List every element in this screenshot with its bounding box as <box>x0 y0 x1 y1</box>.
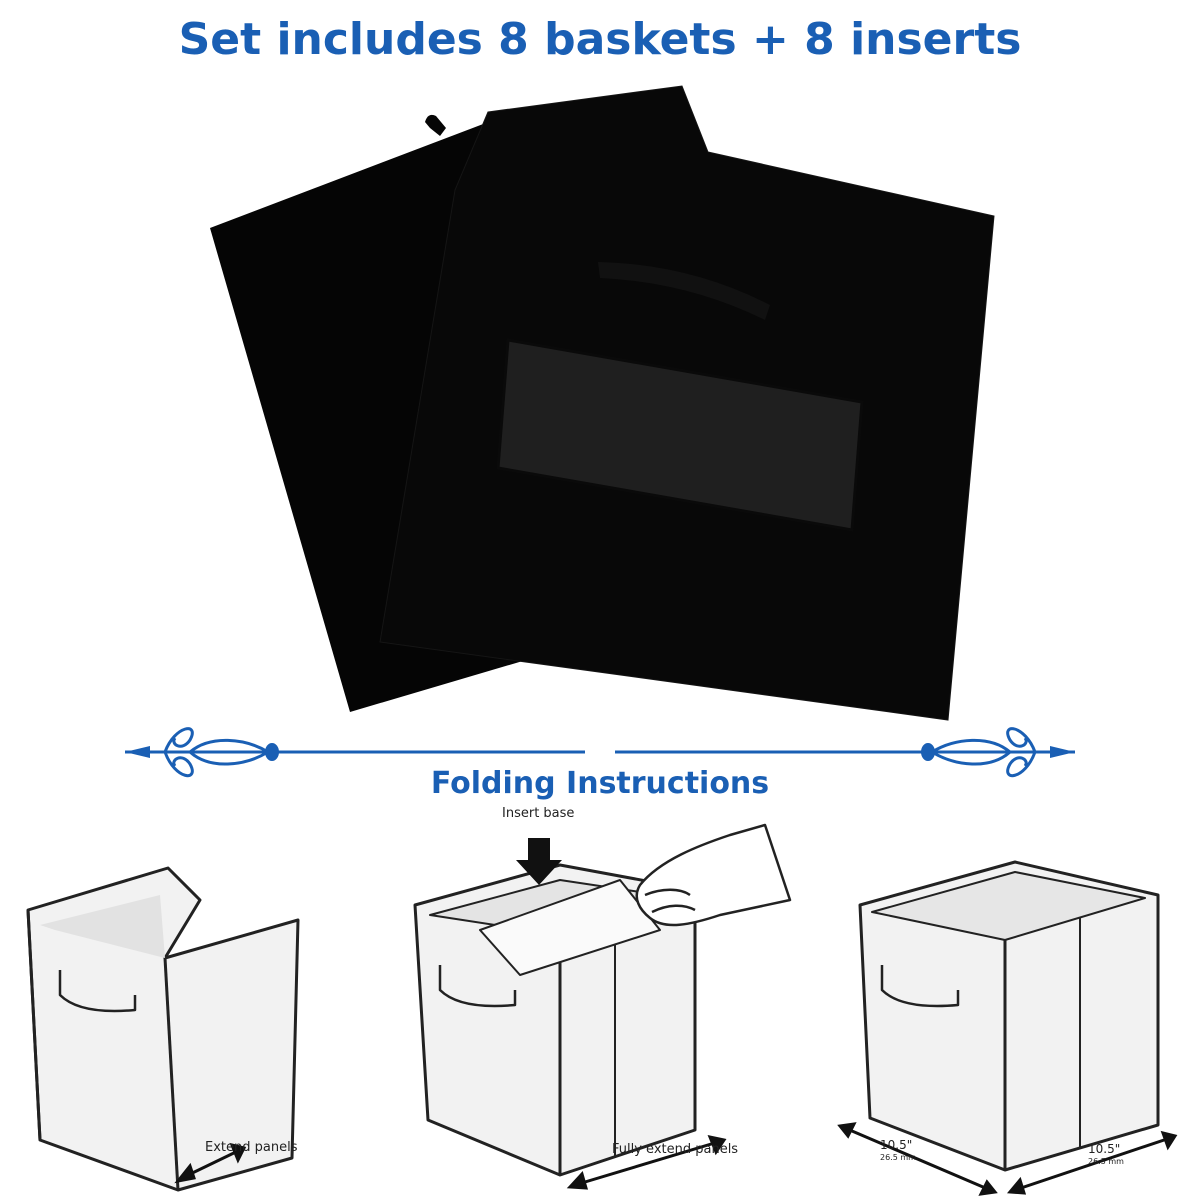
box-step-1 <box>26 866 300 1192</box>
decorative-divider <box>125 727 1075 778</box>
headline: Set includes 8 baskets + 8 inserts <box>178 14 1022 65</box>
extend-arrow-2 <box>566 1134 727 1190</box>
step-label-extend-panels: Extend panels <box>205 1140 298 1155</box>
base-insert <box>479 879 661 976</box>
step-label-insert-base: Insert base <box>502 806 575 821</box>
box-step-2 <box>413 863 697 1177</box>
dimension-left-mm: 26.5 mm <box>880 1153 916 1162</box>
insert-arrow <box>516 838 562 885</box>
box-step-3 <box>858 860 1160 1172</box>
dimension-left-inches: 10.5" <box>880 1138 913 1152</box>
dimension-right: 10.5" 26.5 mm <box>1088 1142 1124 1166</box>
extend-arrow-1 <box>174 1142 247 1184</box>
black-basket-front <box>379 85 995 721</box>
divider-ornaments <box>125 743 1075 761</box>
basket-handle <box>598 262 770 320</box>
dimension-left: 10.5" 26.5 mm <box>880 1138 916 1162</box>
step-label-fully-extend-panels: Fully extend panels <box>612 1142 739 1157</box>
section-title: Folding Instructions <box>430 766 770 801</box>
dimension-arrow-right <box>1006 1130 1178 1195</box>
dimension-arrow-left <box>837 1122 998 1196</box>
dimension-right-inches: 10.5" <box>1088 1142 1121 1156</box>
label-window <box>496 338 864 532</box>
hand-illustration <box>635 823 792 927</box>
dimension-right-mm: 26.5 mm <box>1088 1157 1124 1166</box>
